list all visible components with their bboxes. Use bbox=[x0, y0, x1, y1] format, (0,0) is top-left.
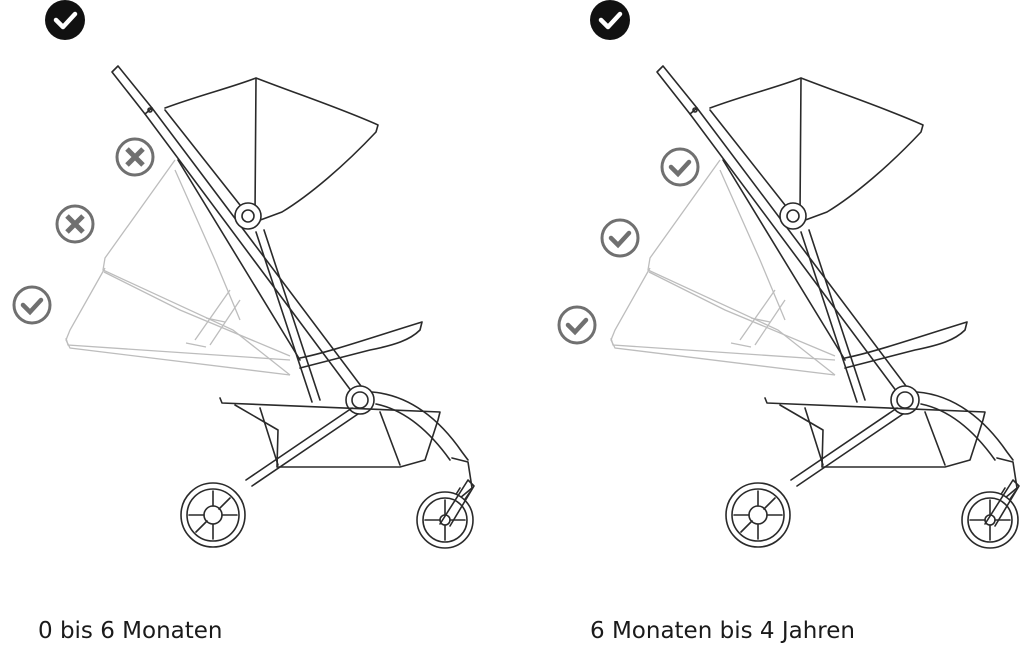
age-caption: 6 Monaten bis 4 Jahren bbox=[590, 618, 855, 644]
panel-0-to-6-months: 0 bis 6 Monaten bbox=[12, 0, 475, 644]
panel-6-months-to-4-years: 6 Monaten bis 4 Jahren bbox=[545, 0, 1024, 653]
age-caption: 0 bis 6 Monaten bbox=[38, 618, 223, 644]
stroller-illustration bbox=[610, 65, 1020, 549]
stroller-illustration bbox=[65, 65, 475, 549]
